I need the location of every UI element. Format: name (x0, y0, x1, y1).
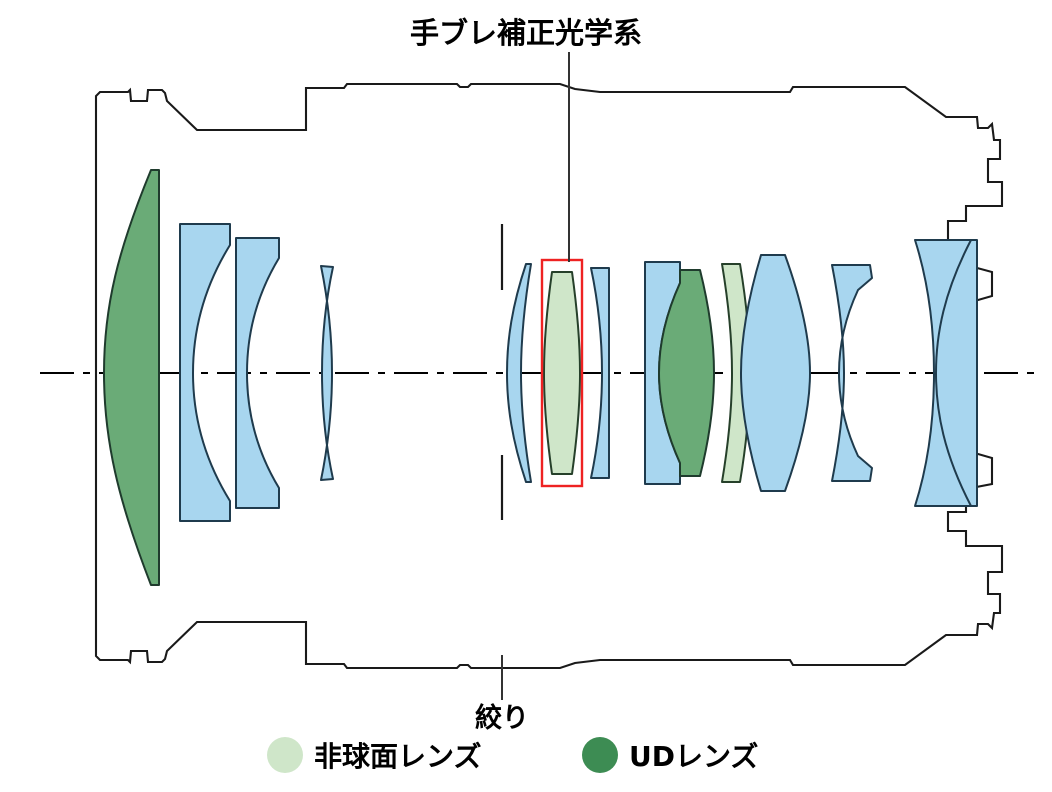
lens-element-is-aspherical-biconvex (543, 271, 581, 475)
lens-element-second-negative-meniscus (179, 223, 231, 522)
lens-elements-group (103, 169, 978, 586)
legend: 非球面レンズ UDレンズ (267, 737, 758, 773)
lens-element-mid-negative-meniscus (590, 267, 610, 479)
legend-label-aspherical: 非球面レンズ (314, 740, 481, 773)
lens-element-rearmost-cemented-blue (914, 239, 978, 507)
lens-element-rear-biconvex (740, 254, 811, 492)
legend-label-ud: UDレンズ (629, 740, 758, 773)
is-group-title: 手ブレ補正光学系 (410, 16, 642, 50)
lens-element-mid-biconvex-front (506, 263, 532, 483)
lens-element-fourth-thin-meniscus (320, 265, 334, 481)
aperture-label: 絞り (475, 702, 529, 734)
cement-line-rearmost-cemented-blue (934, 239, 972, 507)
lens-element-front-ud-meniscus (103, 169, 160, 586)
lens-element-rear-negative-meniscus (831, 264, 873, 482)
lens-element-doublet-ud-biconvex (658, 269, 715, 477)
lens-element-third-negative-meniscus (235, 237, 280, 509)
legend-swatch-aspherical (267, 737, 303, 773)
is-group-highlight-box (540, 258, 584, 488)
legend-swatch-ud (582, 737, 618, 773)
